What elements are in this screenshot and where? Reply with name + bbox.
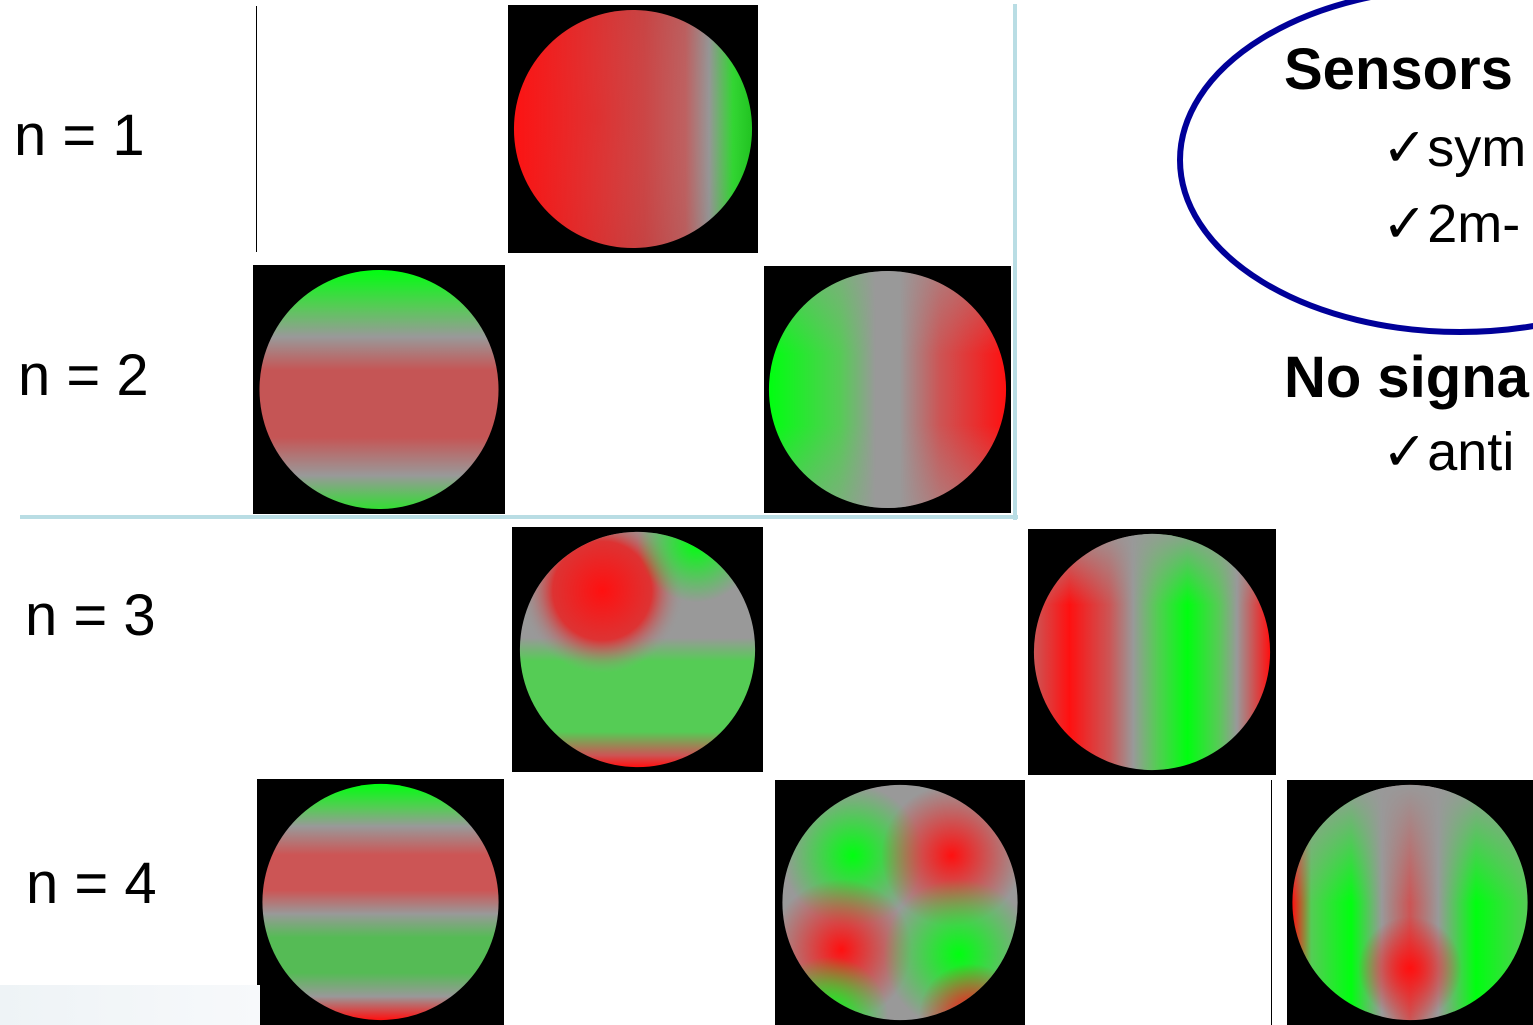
sphere-n4-m1-image [775, 780, 1025, 1025]
divider-line-left [256, 6, 257, 252]
sphere-n4-m1 [775, 780, 1025, 1025]
notes-item-sym: ✓sym [1382, 116, 1526, 179]
sphere-n3-m0-image [512, 527, 763, 772]
divider-line-right [1271, 780, 1272, 1025]
notes-heading-no-signal: No signa [1284, 344, 1529, 411]
sphere-n4-m0 [257, 779, 504, 1025]
sphere-n4-m2-image [1287, 780, 1533, 1025]
row-label-n4: n = 4 [26, 850, 157, 917]
row-label-n1: n = 1 [14, 102, 145, 169]
sphere-n3-m1 [1028, 529, 1276, 775]
sphere-n3-m0 [512, 527, 763, 772]
sphere-n1-m0 [508, 5, 758, 253]
notes-item-2m: ✓2m- [1382, 192, 1520, 255]
sphere-n2-m0-image [253, 265, 505, 514]
notes-heading-sensors: Sensors [1284, 36, 1513, 103]
row-label-n2: n = 2 [18, 342, 149, 409]
sphere-n4-m2 [1287, 780, 1533, 1025]
sphere-n1-m0-image [508, 5, 758, 253]
sphere-n2-m0 [253, 265, 505, 514]
sphere-n3-m1-image [1028, 529, 1276, 775]
row-label-n3: n = 3 [25, 582, 156, 649]
bottom-fade-bar [0, 985, 260, 1025]
grid-line-vertical [1013, 4, 1017, 520]
sphere-n2-m1-image [764, 266, 1011, 513]
notes-item-anti: ✓anti [1382, 420, 1514, 483]
sphere-n2-m1 [764, 266, 1011, 513]
sphere-n4-m0-image [257, 779, 504, 1025]
grid-line-horizontal [20, 515, 1018, 519]
